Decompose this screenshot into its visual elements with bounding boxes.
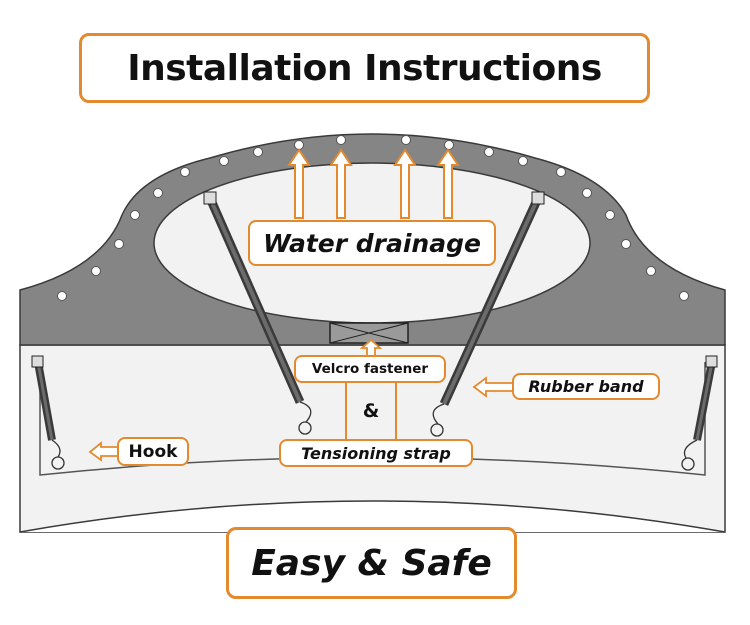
tensioning-strap-label: Tensioning strap	[279, 439, 473, 467]
cover-bottom-curve	[19, 500, 726, 533]
hook-arrow	[88, 441, 117, 462]
water-drainage-label: Water drainage	[248, 220, 496, 266]
hook-label: Hook	[117, 437, 189, 466]
drainage-arrows	[287, 148, 460, 219]
strap-right-side	[693, 355, 718, 441]
ampersand-label: &	[362, 400, 380, 422]
velcro-connector	[345, 383, 397, 440]
rubber-band-arrow	[472, 376, 512, 398]
page-title: Installation Instructions	[79, 33, 650, 103]
footer-slogan: Easy & Safe	[226, 527, 517, 599]
velcro-arrow	[359, 338, 383, 357]
hooks	[51, 401, 698, 471]
strap-left-side	[31, 355, 56, 441]
strap-right-center	[439, 191, 545, 406]
velcro-fastener-label: Velcro fastener	[294, 355, 446, 383]
rubber-band-label: Rubber band	[512, 373, 660, 400]
velcro-patch	[329, 322, 409, 344]
strap-left-center	[203, 191, 305, 404]
